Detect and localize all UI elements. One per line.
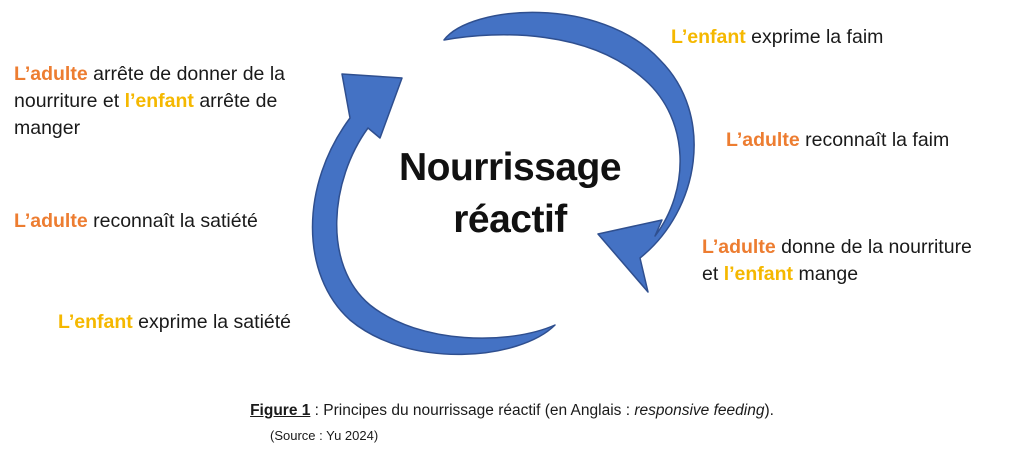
step-text: mange <box>793 263 859 285</box>
step-keyword: l’enfant <box>723 263 794 285</box>
step-text: nourriture et <box>14 90 125 112</box>
cycle-arrow-left <box>311 73 556 356</box>
caption-english-term: responsive feeding <box>634 402 765 419</box>
step-text: arrête de <box>193 90 278 112</box>
figure-label: Figure 1 <box>250 402 311 419</box>
step-keyword: L’adulte <box>726 129 800 151</box>
center-title-line-2: réactif <box>453 198 567 241</box>
step-keyword: L’adulte <box>14 210 88 232</box>
caption-text-after: ). <box>764 402 774 419</box>
cycle-arrow-right <box>443 11 695 293</box>
step-text: exprime la satiété <box>132 311 292 333</box>
step-text: reconnaît la satiété <box>87 210 258 232</box>
center-title: Nourrissage réactif <box>388 142 632 246</box>
step-keyword: L’enfant <box>671 26 746 48</box>
step-text: reconnaît la faim <box>799 129 950 151</box>
step-keyword: L’enfant <box>58 311 133 333</box>
step-4-label: L’enfant exprime la satiété <box>58 309 291 336</box>
step-2-label: L’adulte reconnaît la faim <box>726 127 949 154</box>
step-keyword: l’enfant <box>124 90 194 112</box>
caption-text-before: : Principes du nourrissage réactif (en A… <box>310 402 635 419</box>
step-3-label: L’adulte donne de la nourriture et l’enfa… <box>702 234 972 288</box>
step-text: exprime la faim <box>745 26 884 48</box>
step-text: et <box>702 263 724 285</box>
step-5-label: L’adulte reconnaît la satiété <box>14 208 258 235</box>
step-keyword: L’adulte <box>702 236 776 258</box>
step-text: arrête de donner de la <box>87 63 285 85</box>
step-text: manger <box>14 117 81 139</box>
center-title-line-1: Nourrissage <box>398 146 622 189</box>
step-text: donne de la nourriture <box>775 236 972 258</box>
step-keyword: L’adulte <box>14 63 88 85</box>
step-6-label: L’adulte arrête de donner de la nourritur… <box>14 61 285 142</box>
step-1-label: L’enfant exprime la faim <box>671 24 883 51</box>
figure-caption: Figure 1 : Principes du nourrissage réac… <box>0 402 1024 420</box>
figure-source: (Source : Yu 2024) <box>270 428 379 443</box>
